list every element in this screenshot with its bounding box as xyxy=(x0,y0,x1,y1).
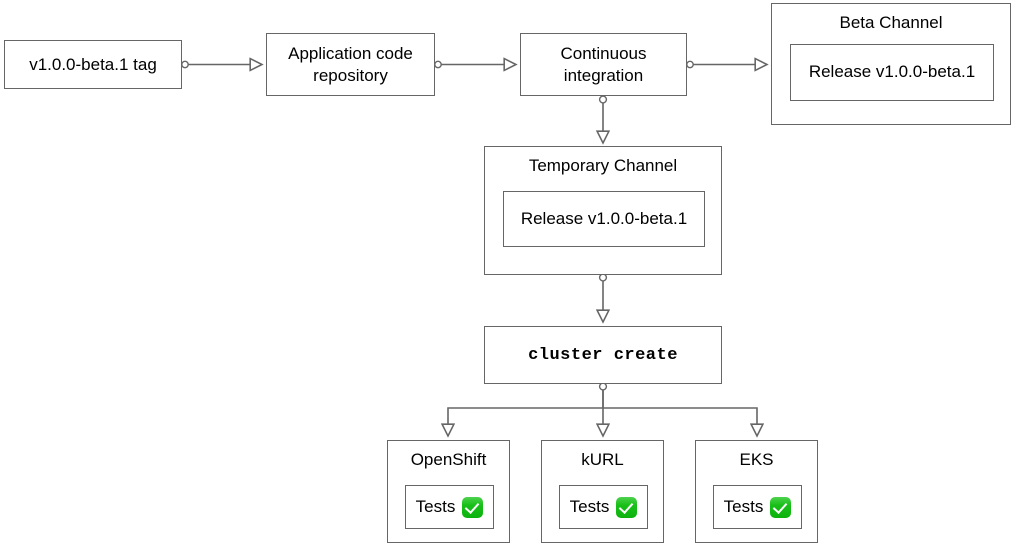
connector-ci-to-beta-channel xyxy=(686,61,767,67)
node-eks-title: EKS xyxy=(739,450,774,469)
node-openshift[interactable]: OpenShift Tests xyxy=(387,440,510,543)
node-version-tag-label: v1.0.0-beta.1 tag xyxy=(29,54,157,74)
node-openshift-title: OpenShift xyxy=(410,450,487,469)
node-application-code-repository[interactable]: Application code repository xyxy=(266,33,435,96)
node-version-tag[interactable]: v1.0.0-beta.1 tag xyxy=(4,40,182,89)
node-temporary-channel-title: Temporary Channel xyxy=(528,156,678,175)
connector-tag-to-repo xyxy=(181,61,262,67)
node-eks[interactable]: EKS Tests xyxy=(695,440,818,543)
node-kurl[interactable]: kURL Tests xyxy=(541,440,664,543)
node-beta-channel-release-label: Release v1.0.0-beta.1 xyxy=(808,62,976,82)
node-eks-tests-label: Tests xyxy=(723,496,764,516)
connector-temporary-channel-to-cluster-create xyxy=(600,273,607,322)
node-cluster-create[interactable]: cluster create xyxy=(484,326,722,384)
node-beta-channel[interactable]: Beta Channel Release v1.0.0-beta.1 xyxy=(771,3,1011,125)
node-kurl-tests[interactable]: Tests xyxy=(559,485,648,529)
connector-cluster-create-to-openshift xyxy=(448,382,608,436)
node-application-code-repository-label: Application code repository xyxy=(288,44,413,85)
node-temporary-channel-release-label: Release v1.0.0-beta.1 xyxy=(520,208,688,228)
node-kurl-title: kURL xyxy=(581,450,624,469)
node-openshift-tests[interactable]: Tests xyxy=(405,485,494,529)
connector-ci-to-temporary-channel xyxy=(600,95,607,143)
node-cluster-create-label: cluster create xyxy=(528,345,678,365)
connector-repo-to-ci xyxy=(434,61,516,67)
node-eks-tests[interactable]: Tests xyxy=(713,485,802,529)
check-mark-button-icon xyxy=(770,496,792,518)
node-continuous-integration[interactable]: Continuous integration xyxy=(520,33,687,96)
node-beta-channel-release[interactable]: Release v1.0.0-beta.1 xyxy=(790,44,994,101)
node-continuous-integration-label: Continuous integration xyxy=(560,44,647,85)
node-temporary-channel-release[interactable]: Release v1.0.0-beta.1 xyxy=(503,191,705,247)
check-mark-button-icon xyxy=(616,496,638,518)
check-mark-button-icon xyxy=(462,496,484,518)
node-beta-channel-title: Beta Channel xyxy=(839,13,943,32)
node-temporary-channel[interactable]: Temporary Channel Release v1.0.0-beta.1 xyxy=(484,146,722,275)
node-openshift-tests-label: Tests xyxy=(415,496,456,516)
node-kurl-tests-label: Tests xyxy=(569,496,610,516)
connector-cluster-create-to-eks xyxy=(603,407,757,436)
